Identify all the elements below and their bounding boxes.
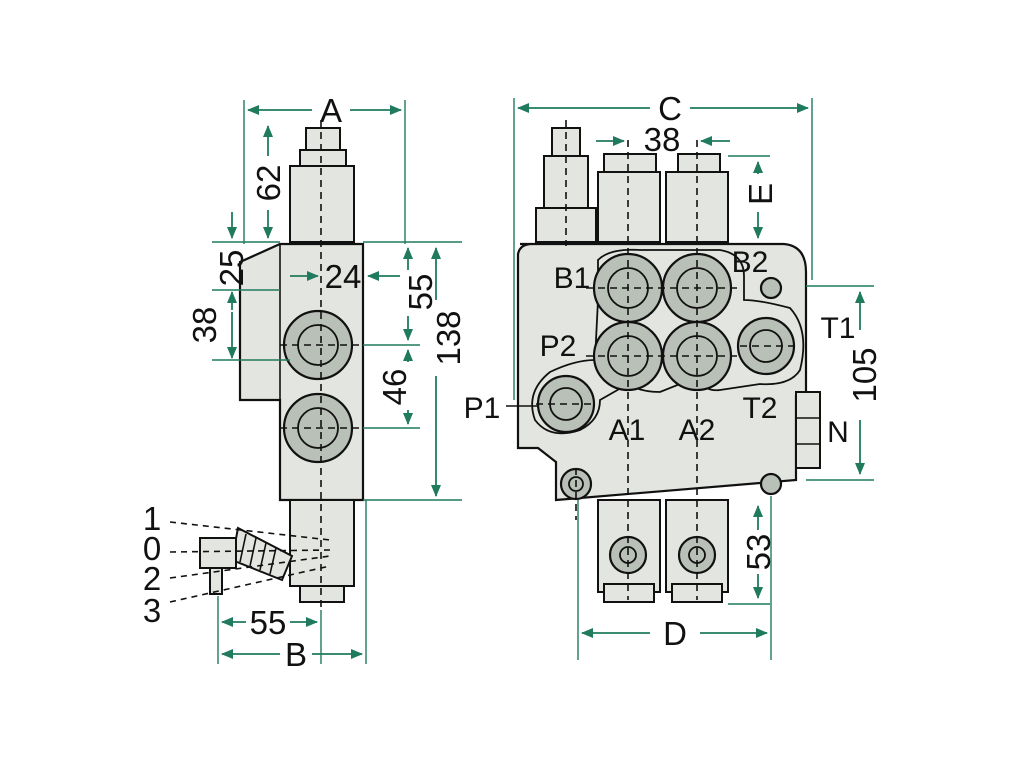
dim-E: E — [742, 183, 779, 205]
front-main-body — [516, 242, 808, 502]
lever-pos-2: 2 — [143, 560, 161, 597]
mount-hole-top-right — [759, 276, 783, 300]
port-labels: B1 B2 P2 P1 A1 A2 T1 T2 N — [464, 246, 856, 449]
label-P1: P1 — [464, 392, 501, 425]
dim-105: 105 — [846, 347, 883, 402]
dim-A: A — [320, 92, 342, 129]
front-view — [516, 120, 821, 603]
side-view — [169, 120, 365, 610]
side-lever-handle — [199, 537, 237, 569]
label-A1: A1 — [609, 414, 646, 447]
label-B2: B2 — [732, 246, 769, 279]
dim-62: 62 — [250, 165, 287, 202]
dim-C: C — [658, 90, 682, 127]
label-T2: T2 — [742, 392, 777, 425]
dim-55-side: 55 — [402, 274, 439, 311]
dim-24: 24 — [325, 258, 362, 295]
label-B1: B1 — [554, 262, 591, 295]
dim-B: B — [285, 636, 307, 673]
dim-25: 25 — [213, 250, 250, 287]
side-lever-stem — [209, 567, 223, 595]
dim-38-top: 38 — [644, 121, 681, 158]
label-T1: T1 — [820, 312, 855, 345]
side-spool-housing — [289, 499, 355, 587]
spool1-bottom-cap — [603, 583, 655, 603]
mount-hole-bottom-right — [759, 472, 783, 496]
dim-46: 46 — [376, 369, 413, 406]
dim-138: 138 — [430, 310, 467, 365]
side-dimensions: A 62 25 38 24 55 46 138 — [143, 92, 467, 673]
N-port-fitting — [795, 391, 821, 469]
label-P2: P2 — [540, 330, 577, 363]
dim-38-side: 38 — [186, 307, 223, 344]
lever-pos-3: 3 — [143, 592, 161, 629]
front-relief-hex — [535, 207, 597, 243]
front-dimensions: C 38 E 105 53 D — [506, 90, 883, 660]
label-A2: A2 — [679, 414, 716, 447]
lever-pos-1: 1 — [143, 500, 161, 537]
spool1-top-cap — [597, 171, 661, 243]
label-N: N — [827, 416, 849, 449]
side-spool-cap — [299, 585, 345, 603]
dim-D: D — [663, 615, 687, 652]
lever-pos-0: 0 — [143, 530, 161, 567]
dim-55-lever: 55 — [250, 604, 287, 641]
side-relief-cartridge — [289, 165, 355, 243]
